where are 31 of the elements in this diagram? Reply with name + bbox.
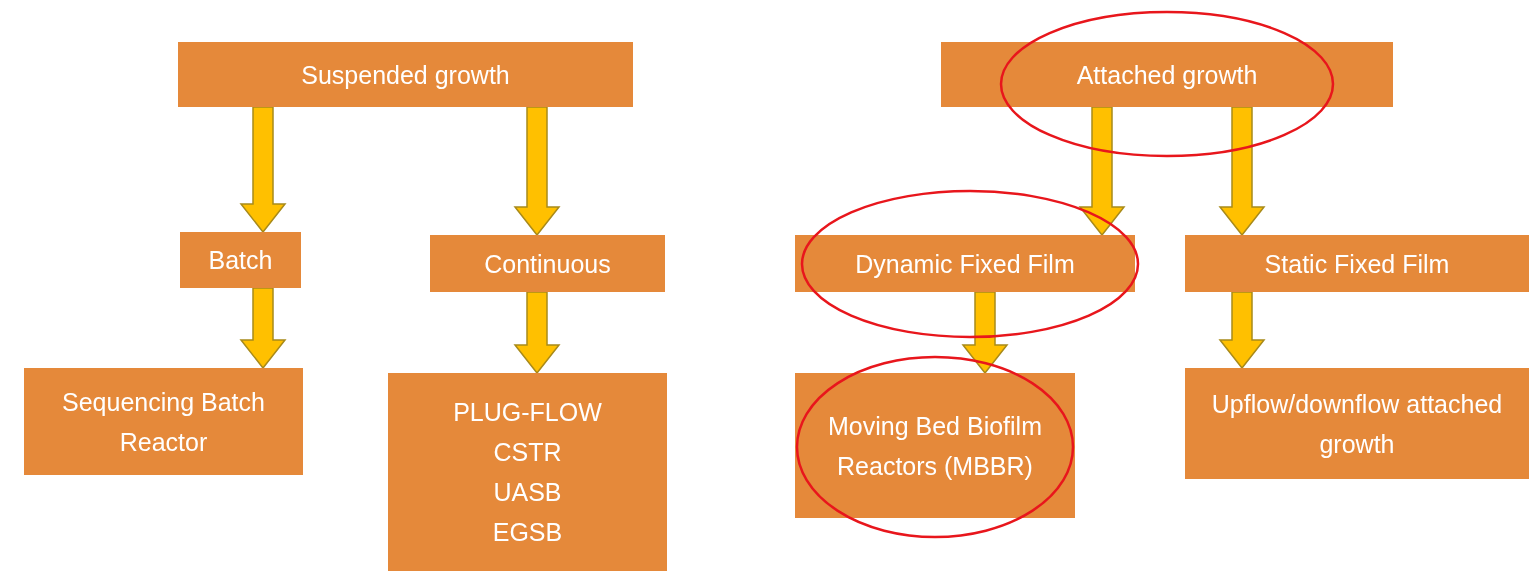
- process-box: [180, 232, 301, 288]
- box-label: Static Fixed Film: [1264, 248, 1450, 280]
- box-label: PLUG-FLOW: [453, 397, 602, 428]
- block-arrow: [239, 287, 287, 370]
- box-label: Suspended growth: [301, 59, 510, 91]
- block-arrow: [513, 106, 561, 237]
- box-label: Attached growth: [1076, 59, 1258, 91]
- box-label: UASB: [493, 477, 562, 508]
- box-label: Moving Bed Biofilm Reactors (MBBR): [827, 410, 1043, 482]
- process-box: [1185, 368, 1529, 479]
- box-label: Dynamic Fixed Film: [855, 248, 1075, 280]
- box-label: Batch: [208, 245, 273, 276]
- process-box: [430, 235, 665, 292]
- block-arrow: [239, 106, 287, 234]
- box-label: Sequencing Batch Reactor: [61, 386, 266, 458]
- box-label: Continuous: [484, 248, 611, 280]
- block-arrow: [1218, 106, 1266, 237]
- block-arrow: [513, 291, 561, 375]
- block-arrow: [961, 291, 1009, 375]
- process-box: [178, 42, 633, 107]
- box-label: CSTR: [493, 437, 562, 468]
- process-box: [795, 235, 1135, 292]
- process-box: [1185, 235, 1529, 292]
- block-arrow: [1078, 106, 1126, 237]
- process-box: [388, 373, 667, 571]
- box-label: Upflow/downflow attached growth: [1210, 388, 1504, 460]
- process-box: [795, 373, 1075, 518]
- process-box: [941, 42, 1393, 107]
- block-arrow: [1218, 291, 1266, 370]
- box-label: EGSB: [492, 517, 563, 548]
- process-box: [24, 368, 303, 475]
